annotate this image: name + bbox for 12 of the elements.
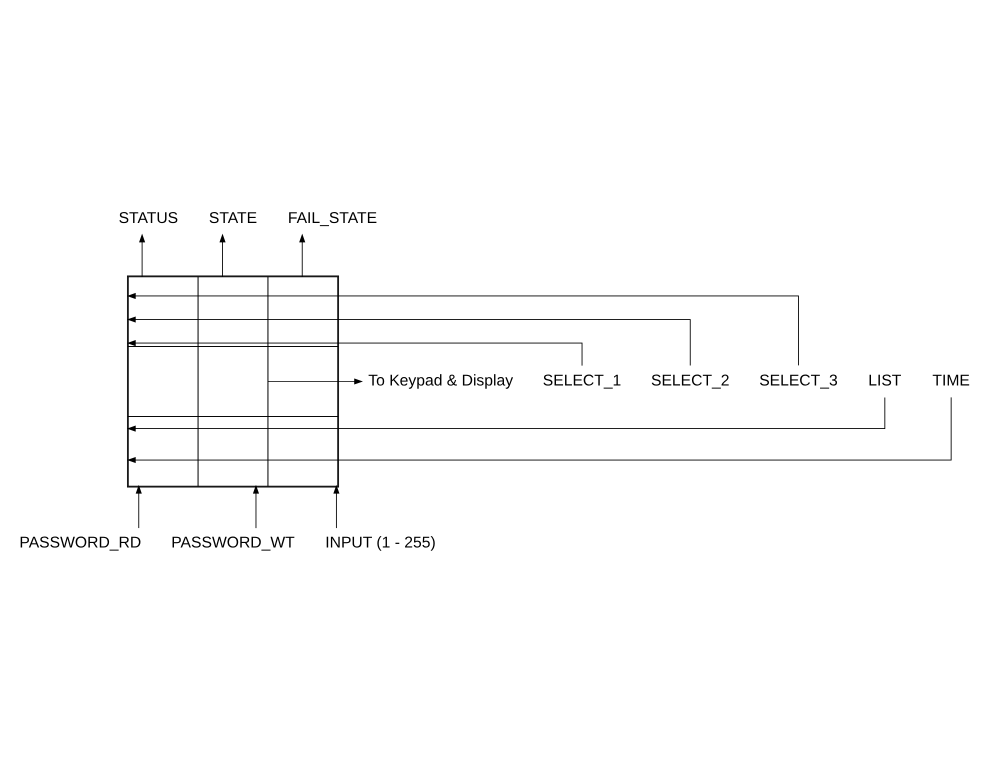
node-text: INPUT (1 - 255) <box>325 534 436 552</box>
node-text: SELECT_1 <box>542 372 622 390</box>
node-text: STATUS <box>118 210 178 228</box>
node-text: FAIL_STATE <box>288 210 378 228</box>
node-text: LIST <box>868 372 902 390</box>
node-text: To Keypad & Display <box>368 372 514 390</box>
node-text: STATE <box>208 210 258 228</box>
node-text: PASSWORD_WT <box>171 534 295 552</box>
node-text: PASSWORD_RD <box>19 534 142 552</box>
node-text: SELECT_3 <box>759 372 838 390</box>
node-text: SELECT_2 <box>651 372 730 390</box>
node-text: TIME <box>932 372 970 390</box>
